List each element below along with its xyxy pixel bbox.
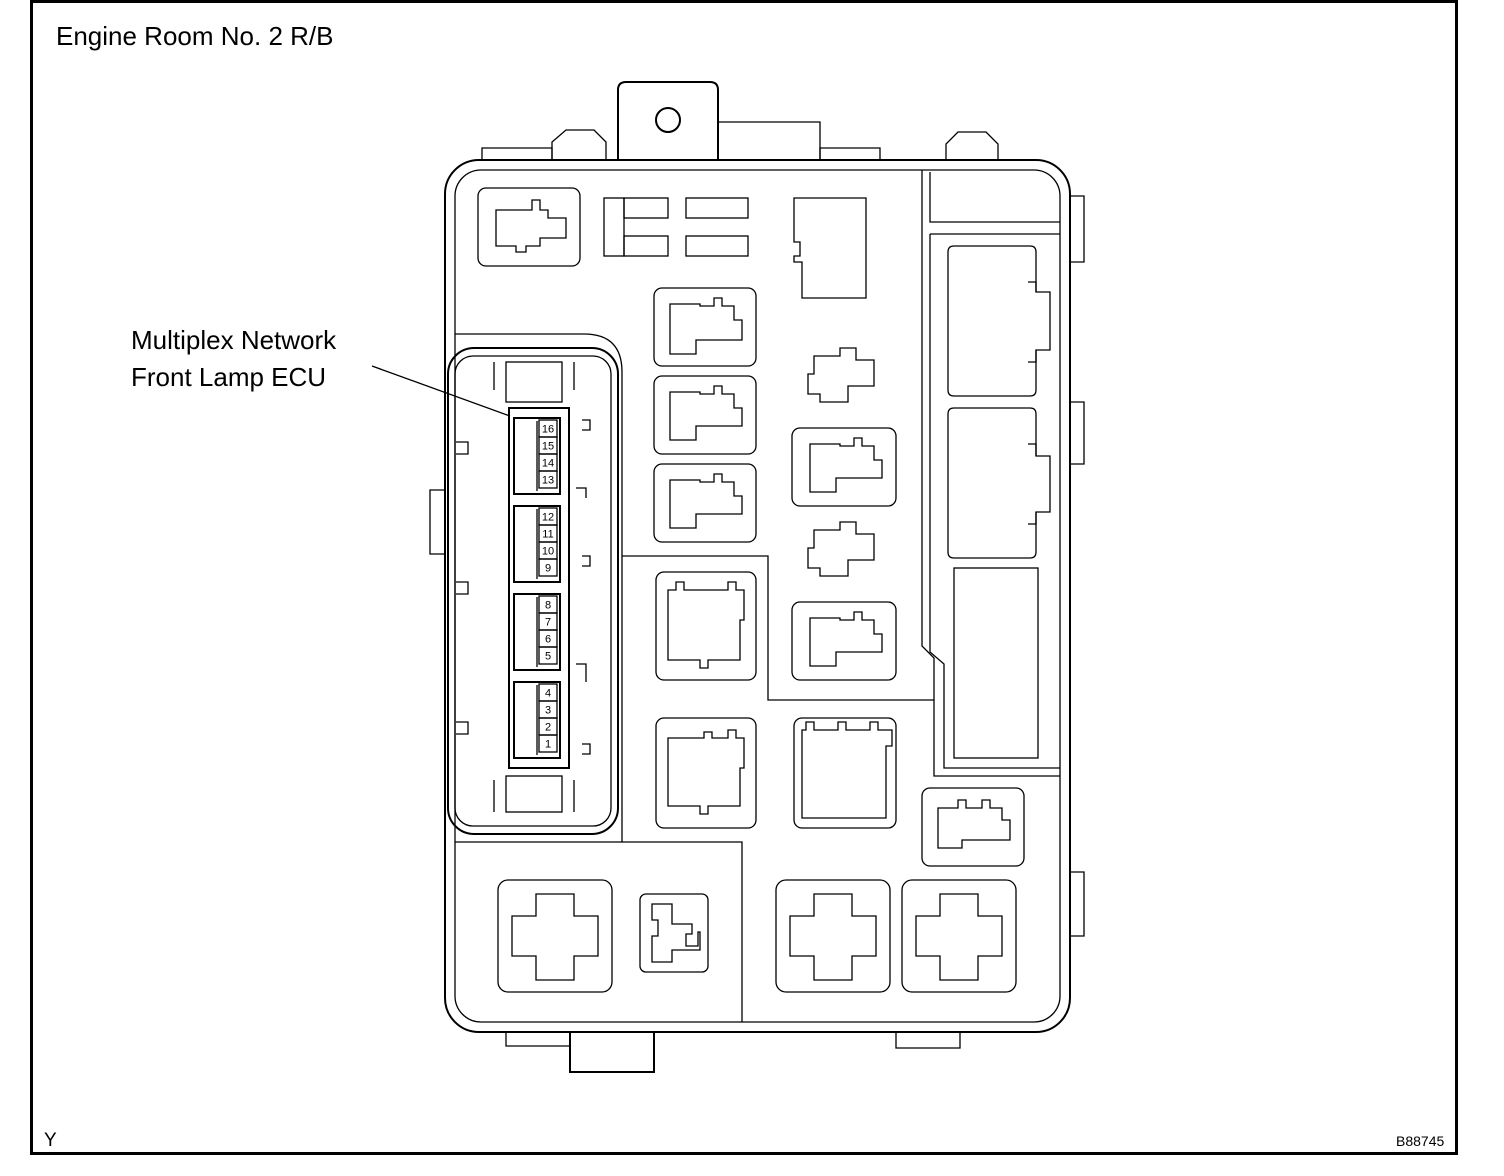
figure-code: B88745 — [1396, 1133, 1445, 1149]
figure-frame — [30, 0, 1458, 1155]
connector-pin-number: 7 — [545, 617, 551, 629]
right-bottom-relay — [921, 787, 1025, 867]
large-relay-1 — [497, 879, 613, 993]
multiplex-network-front-lamp-ecu: 16 15 14 13 12 11 10 9 8 7 6 5 4 3 2 1 — [447, 347, 619, 835]
connector-pin-number: 2 — [545, 722, 551, 734]
connector-pin-number: 13 — [542, 475, 554, 487]
medium-relay-2 — [655, 717, 757, 829]
connector-pin-number: 1 — [545, 739, 551, 751]
fuse-slots — [603, 197, 749, 257]
small-relay-8 — [639, 893, 709, 973]
connector-cavity-group-1 — [513, 417, 561, 495]
right-connector-2 — [947, 407, 1051, 559]
large-relay-2 — [775, 879, 891, 993]
connector-cavity-group-4 — [513, 681, 561, 759]
view-letter: Y — [44, 1130, 57, 1151]
medium-relay-1 — [655, 571, 757, 681]
connector-pin-number: 10 — [542, 546, 554, 558]
connector-pin-cell — [538, 558, 558, 577]
callout-label-line2: Front Lamp ECU — [131, 362, 327, 392]
connector-pin-number: 3 — [545, 705, 551, 717]
connector-pin-cell — [538, 470, 558, 489]
callout-leader-line — [371, 365, 511, 417]
connector-pin-number: 9 — [545, 563, 551, 575]
connector-pin-number: 14 — [542, 458, 554, 470]
partition-lines — [455, 170, 1060, 1022]
top-mounting-tabs — [481, 81, 999, 160]
top-left-relay — [477, 187, 581, 267]
connector-pin-number: 5 — [545, 651, 551, 663]
connector-pin-cell — [538, 646, 558, 665]
small-relay-1 — [653, 287, 757, 367]
medium-relay-3 — [793, 717, 897, 829]
connector-pin-number: 12 — [542, 512, 554, 524]
small-relay-6 — [807, 521, 875, 577]
connector-pin-number: 16 — [542, 424, 554, 436]
small-relay-3 — [653, 463, 757, 543]
side-tabs — [429, 195, 1085, 937]
diagram-title: Engine Room No. 2 R/B — [56, 21, 334, 51]
connector-cavity-group-3 — [513, 593, 561, 671]
callout-label-line1: Multiplex Network — [131, 325, 337, 355]
bottom-tabs — [505, 1032, 961, 1073]
connector-pin-number: 15 — [542, 441, 554, 453]
connector-pin-number: 8 — [545, 600, 551, 612]
connector-pin-numbers: 16 15 14 13 12 11 10 9 8 7 6 5 4 3 2 1 — [538, 419, 558, 753]
connector-pin-number: 6 — [545, 634, 551, 646]
top-center-relay-socket — [793, 197, 867, 299]
small-relay-4 — [807, 347, 875, 403]
right-connector-3 — [953, 567, 1039, 759]
connector-cavity-group-2 — [513, 505, 561, 583]
small-relay-5 — [791, 427, 897, 507]
small-relay-7 — [791, 601, 897, 681]
connector-pin-cell — [538, 734, 558, 753]
large-relay-3 — [901, 879, 1017, 993]
connector-pin-number: 11 — [542, 529, 553, 541]
connector-pin-number: 4 — [545, 688, 551, 700]
right-connector-1 — [947, 245, 1051, 397]
small-relay-2 — [653, 375, 757, 455]
